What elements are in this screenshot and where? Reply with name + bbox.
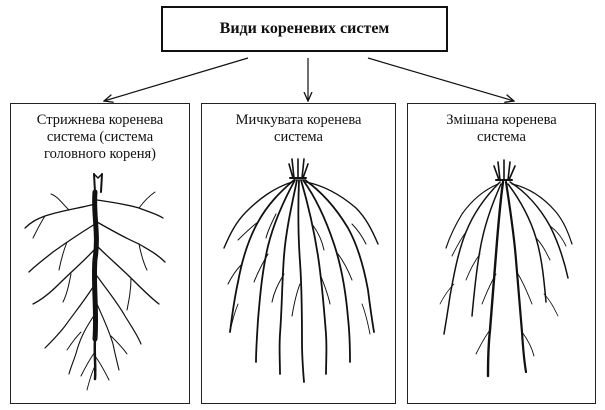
panel-mixed-system: Змішана коренева система [407,103,596,404]
taproot-illustration [24,173,166,391]
panel-taproot-label-line: Стрижнева коренева [36,112,164,128]
panel-fibrous-label-line: система [274,129,323,145]
arrow-to-mixed [367,57,514,101]
panel-taproot-system: Стрижнева коренева система (система голо… [10,103,190,404]
fibrous-illustration [223,158,379,383]
arrow-to-taproot [104,57,249,101]
panel-taproot-label: Стрижнева коренева система (система голо… [11,112,189,163]
panel-fibrous-label: Мичкувата коренева система [202,112,395,146]
mixed-illustration [439,159,573,378]
panel-taproot-label-line: система (система [46,129,154,145]
diagram-title: Види кореневих систем [219,20,390,37]
diagram-title-box: Види кореневих систем [161,6,448,52]
panel-mixed-label: Змішана коренева система [408,112,595,146]
panel-mixed-label-line: система [477,129,526,145]
panel-taproot-label-line: головного кореня) [44,146,156,162]
panel-mixed-label-line: Змішана коренева [446,112,557,128]
panel-fibrous-label-line: Мичкувата коренева [235,112,362,128]
panel-fibrous-system: Мичкувата коренева система [201,103,396,404]
